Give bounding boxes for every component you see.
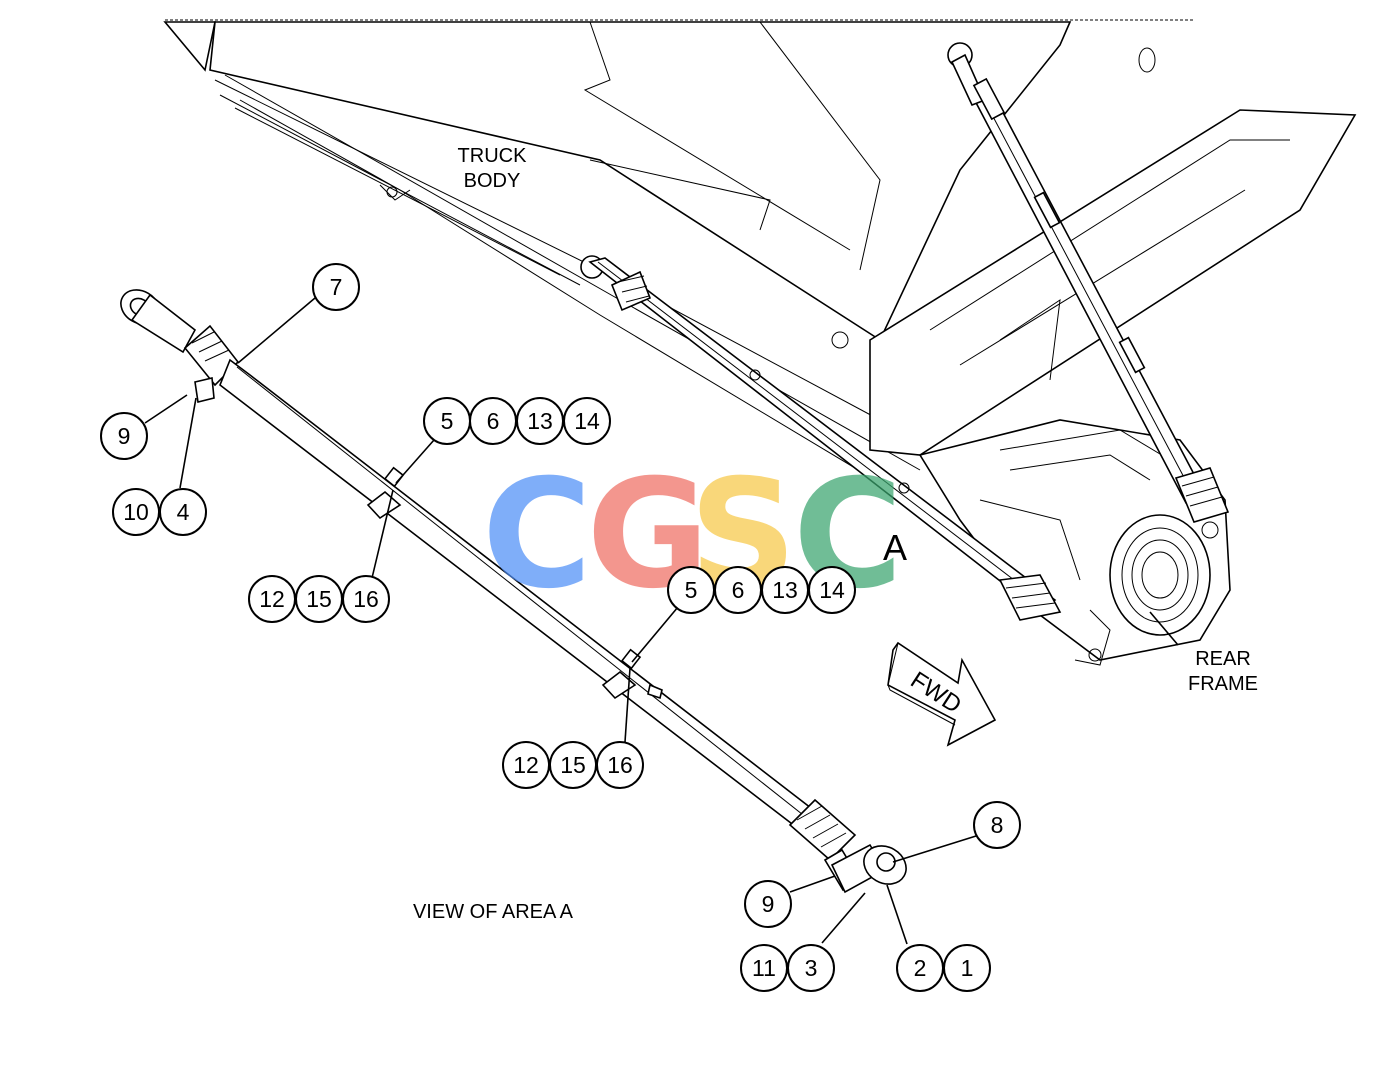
- callout-5-lower: 5: [667, 566, 715, 614]
- svg-text:10: 10: [123, 499, 149, 525]
- rear-frame-label-line2: FRAME: [1188, 673, 1258, 695]
- svg-text:5: 5: [685, 577, 698, 603]
- callout-11-bottom: 11: [740, 944, 788, 992]
- leader-lines: [144, 297, 1179, 945]
- svg-text:4: 4: [177, 499, 190, 525]
- svg-text:13: 13: [527, 408, 553, 434]
- area-a-marker: A: [883, 527, 907, 568]
- svg-text:9: 9: [762, 891, 775, 917]
- svg-text:1: 1: [961, 955, 974, 981]
- callout-3-bottom: 3: [787, 944, 835, 992]
- svg-text:8: 8: [991, 812, 1004, 838]
- svg-text:2: 2: [914, 955, 927, 981]
- svg-text:12: 12: [513, 752, 539, 778]
- rear-frame: [869, 109, 1357, 666]
- callout-10-top: 10: [112, 488, 160, 536]
- svg-text:16: 16: [607, 752, 633, 778]
- callout-1-bottom: 1: [943, 944, 991, 992]
- svg-text:9: 9: [118, 423, 131, 449]
- callout-12-lower: 12: [502, 741, 550, 789]
- callout-9-top: 9: [100, 412, 148, 460]
- callout-13-lower: 13: [761, 566, 809, 614]
- svg-text:3: 3: [805, 955, 818, 981]
- svg-text:14: 14: [574, 408, 600, 434]
- callout-2-bottom: 2: [896, 944, 944, 992]
- svg-text:5: 5: [441, 408, 454, 434]
- callouts: 7 9 10 4 5 6 13 14 12 15 16: [100, 263, 1021, 992]
- fwd-arrow: FWD: [887, 641, 997, 747]
- text-labels: TRUCK BODY REAR FRAME A VIEW OF AREA A: [413, 145, 1258, 923]
- callout-16-lower: 16: [596, 741, 644, 789]
- svg-text:13: 13: [772, 577, 798, 603]
- truck-body-label-line1: TRUCK: [458, 145, 528, 167]
- callout-13-upper: 13: [516, 397, 564, 445]
- svg-text:7: 7: [330, 274, 343, 300]
- svg-text:6: 6: [732, 577, 745, 603]
- svg-text:11: 11: [752, 955, 776, 981]
- svg-text:14: 14: [819, 577, 845, 603]
- svg-text:12: 12: [259, 586, 285, 612]
- cylinder-detail: [120, 289, 907, 894]
- callout-5-upper: 5: [423, 397, 471, 445]
- callout-6-upper: 6: [469, 397, 517, 445]
- callout-15-lower: 15: [549, 741, 597, 789]
- svg-text:16: 16: [353, 586, 379, 612]
- callout-16-upper: 16: [342, 575, 390, 623]
- view-caption: VIEW OF AREA A: [413, 901, 574, 923]
- callout-4-top: 4: [159, 488, 207, 536]
- rear-frame-label-line1: REAR: [1195, 648, 1251, 670]
- callout-8: 8: [973, 801, 1021, 849]
- svg-text:15: 15: [560, 752, 586, 778]
- callout-14-lower: 14: [808, 566, 856, 614]
- callout-14-upper: 14: [563, 397, 611, 445]
- truck-body-label-line2: BODY: [464, 170, 521, 192]
- callout-15-upper: 15: [295, 575, 343, 623]
- installed-cylinder-center: [580, 255, 1062, 621]
- callout-7: 7: [312, 263, 360, 311]
- truck-body: [163, 19, 1195, 496]
- watermark-letter-c1: C: [482, 448, 592, 622]
- installed-cylinder-right: [947, 42, 1230, 523]
- callout-9-bottom: 9: [744, 880, 792, 928]
- svg-text:15: 15: [306, 586, 332, 612]
- svg-text:6: 6: [487, 408, 500, 434]
- callout-12-upper: 12: [248, 575, 296, 623]
- callout-6-lower: 6: [714, 566, 762, 614]
